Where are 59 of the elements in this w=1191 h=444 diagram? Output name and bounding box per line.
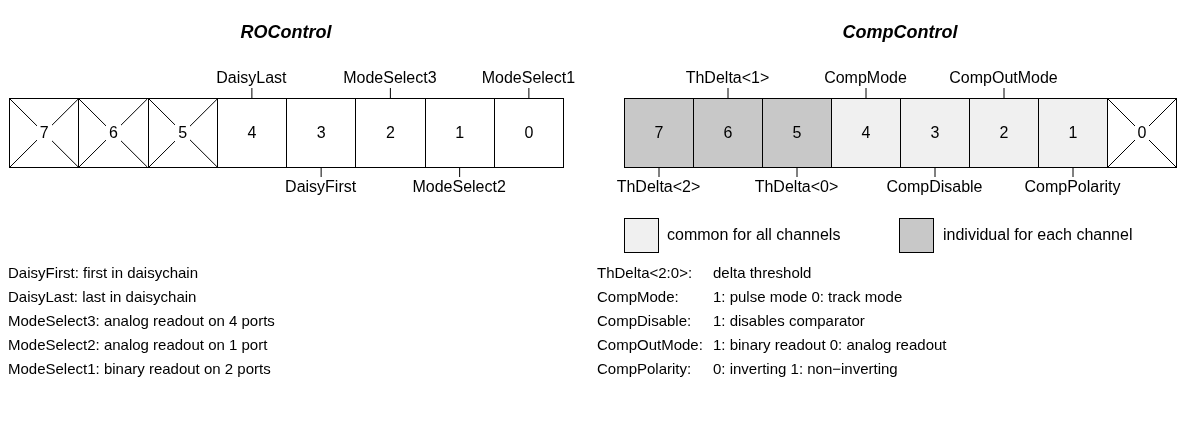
leader-line xyxy=(1072,167,1074,178)
legend-text: common for all channels xyxy=(667,226,841,244)
bit-cell: 2 xyxy=(355,98,426,168)
bit-cell: 3 xyxy=(900,98,970,168)
field-description: 1: binary readout 0: analog readout xyxy=(713,336,947,354)
leader-line xyxy=(934,167,936,178)
field-description: 1: pulse mode 0: track mode xyxy=(713,288,903,306)
legend-text: individual for each channel xyxy=(943,226,1133,244)
bit-cell: 5 xyxy=(762,98,832,168)
field-description: delta threshold xyxy=(713,264,812,282)
leader-line xyxy=(389,87,391,99)
leader-line xyxy=(865,87,867,99)
field-name: ModeSelect2 xyxy=(412,177,506,197)
bit-cell: 4 xyxy=(831,98,901,168)
leader-line xyxy=(251,87,253,99)
field-name: CompMode xyxy=(824,68,907,88)
bit-cell: 6 xyxy=(78,98,149,168)
bit-cell: 0 xyxy=(1107,98,1177,168)
field-description: DaisyLast: last in daisychain xyxy=(8,288,197,306)
bit-cell: 2 xyxy=(969,98,1039,168)
bit-cell: 4 xyxy=(216,98,287,168)
field-name: CompPolarity xyxy=(1024,177,1121,197)
bit-cell: 7 xyxy=(624,98,694,168)
leader-line xyxy=(320,167,322,178)
field-name: CompOutMode: xyxy=(597,336,703,354)
leader-line xyxy=(658,167,660,178)
field-description: ModeSelect1: binary readout on 2 ports xyxy=(8,360,271,378)
field-name: ThDelta<2> xyxy=(616,177,701,197)
field-name: CompDisable xyxy=(886,177,983,197)
field-name: ModeSelect3 xyxy=(343,68,437,88)
field-description: 1: disables comparator xyxy=(713,312,865,330)
field-description: ModeSelect3: analog readout on 4 ports xyxy=(8,312,275,330)
bit-cell: 7 xyxy=(9,98,80,168)
register-title: ROControl xyxy=(240,22,332,43)
leader-line xyxy=(528,87,530,99)
field-name: CompDisable: xyxy=(597,312,692,330)
field-name: CompMode: xyxy=(597,288,679,306)
field-name: ThDelta<2:0>: xyxy=(597,264,693,282)
leader-line xyxy=(1003,87,1005,99)
field-description: ModeSelect2: analog readout on 1 port xyxy=(8,336,268,354)
bit-cell: 3 xyxy=(286,98,357,168)
field-description: DaisyFirst: first in daisychain xyxy=(8,264,199,282)
bit-cell: 5 xyxy=(147,98,218,168)
bit-cell: 1 xyxy=(1038,98,1108,168)
field-name: ThDelta<0> xyxy=(754,177,839,197)
leader-line xyxy=(459,167,461,178)
leader-line xyxy=(727,87,729,99)
field-name: ModeSelect1 xyxy=(481,68,576,88)
bit-cell: 0 xyxy=(493,98,564,168)
leader-line xyxy=(796,167,798,178)
bit-cell: 1 xyxy=(424,98,495,168)
field-name: CompOutMode xyxy=(949,68,1058,88)
field-name: DaisyFirst xyxy=(285,177,357,197)
bit-cell: 6 xyxy=(693,98,763,168)
field-name: DaisyLast xyxy=(216,68,287,88)
field-name: ThDelta<1> xyxy=(685,68,770,88)
register-title: CompControl xyxy=(842,22,958,43)
field-name: CompPolarity: xyxy=(597,360,692,378)
field-description: 0: inverting 1: non−inverting xyxy=(713,360,898,378)
